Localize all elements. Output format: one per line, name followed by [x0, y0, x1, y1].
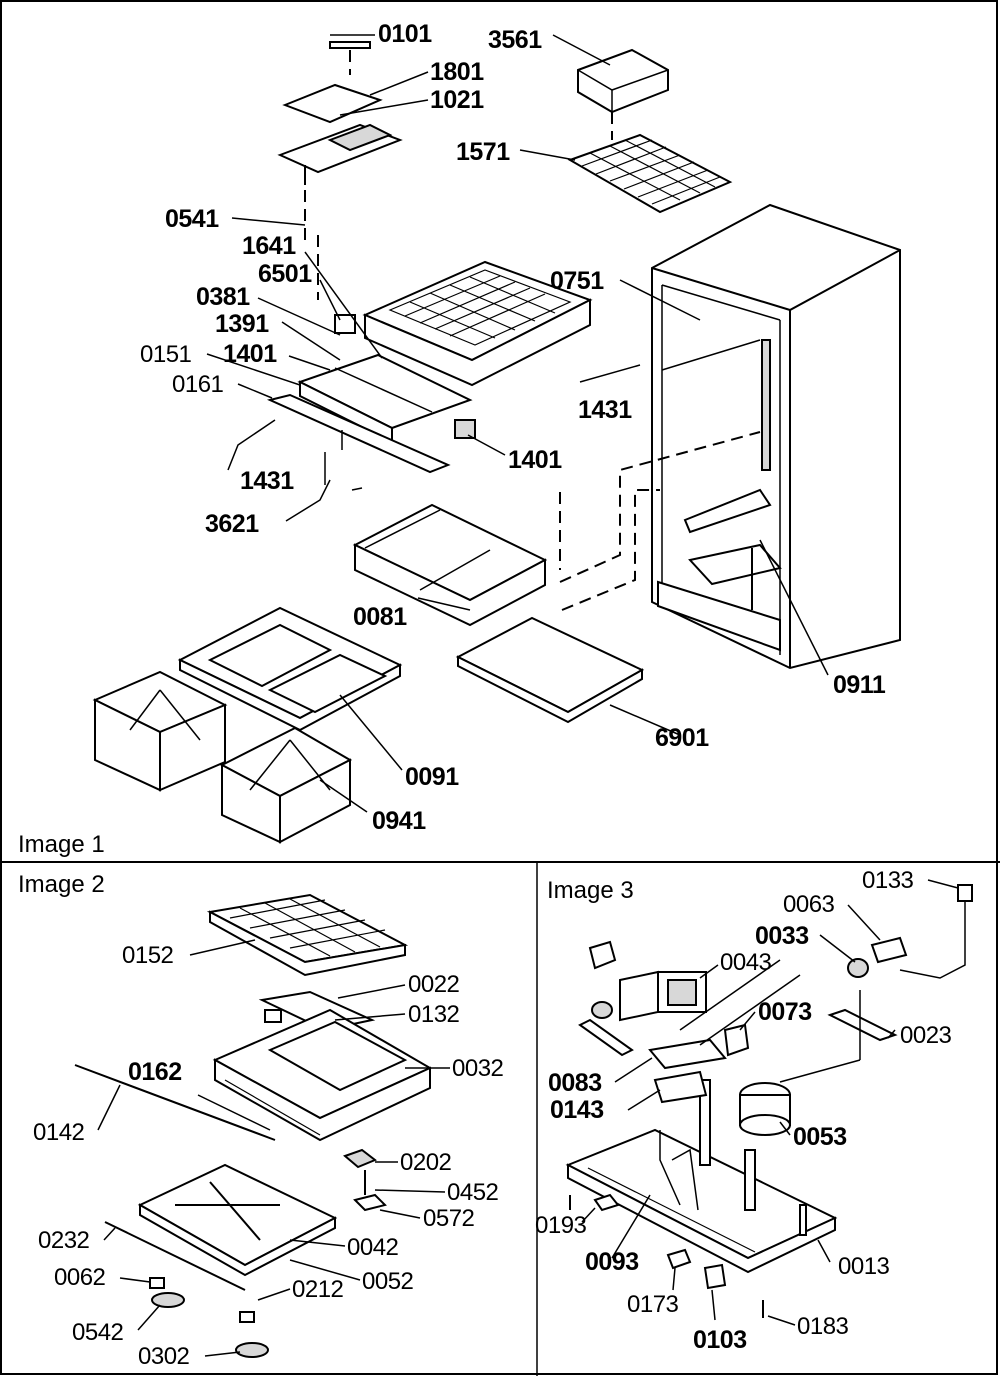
callout-label: 6501	[258, 260, 312, 288]
part-0143	[653, 1070, 708, 1104]
callout-label: 3561	[488, 26, 542, 54]
panel-title-image2: Image 2	[18, 871, 105, 898]
callout-label: 1021	[430, 86, 484, 114]
callout-label: 6901	[655, 724, 709, 752]
part-0173	[666, 1248, 692, 1270]
part-6901	[455, 616, 645, 714]
part-3561	[577, 48, 669, 114]
part-1571	[567, 133, 733, 214]
callout-label: 0081	[353, 603, 407, 631]
callout-label: 0572	[423, 1205, 475, 1232]
callout-label: 1801	[430, 58, 484, 86]
callout-label: 0091	[405, 763, 459, 791]
part-1401-bracket	[454, 419, 476, 439]
callout-label: 0093	[585, 1248, 639, 1276]
callout-label: 0073	[758, 998, 812, 1026]
part-1801	[282, 83, 383, 124]
image1-labels: 0101 3561 1801 1021 1571 0541 1641 6501 …	[140, 20, 886, 835]
callout-label: 3621	[205, 510, 259, 538]
callout-label: 0542	[72, 1319, 124, 1346]
callout-label: 0232	[38, 1227, 90, 1254]
callout-label: 1431	[240, 467, 294, 495]
callout-label: 0452	[447, 1179, 499, 1206]
callout-label: 0132	[408, 1001, 460, 1028]
callout-label: 0143	[550, 1096, 604, 1124]
part-0101	[329, 41, 371, 49]
callout-label: 0033	[755, 922, 809, 950]
callout-label: 0941	[372, 807, 426, 835]
callout-label: 0103	[693, 1326, 747, 1354]
image1-drawing	[92, 34, 901, 844]
callout-label: 1641	[242, 232, 296, 260]
callout-label: 1431	[578, 396, 632, 424]
part-0133	[957, 884, 973, 902]
callout-label: 0023	[900, 1022, 952, 1049]
part-0073	[723, 1023, 750, 1057]
callout-label: 0022	[408, 971, 460, 998]
callout-label: 0911	[833, 671, 886, 699]
panel-title-image3: Image 3	[547, 877, 634, 904]
image2-drawing	[74, 893, 450, 1358]
callout-label: 0751	[550, 267, 604, 295]
part-0232	[104, 1221, 246, 1291]
callout-label: 0133	[862, 867, 914, 894]
callout-label: 0101	[378, 20, 432, 48]
callout-label: 0052	[362, 1268, 414, 1295]
part-0542	[151, 1292, 185, 1308]
callout-label: 0161	[172, 371, 224, 398]
callout-label: 0541	[165, 205, 219, 233]
panel-titles: Image 1 Image 2 Image 3	[18, 831, 634, 904]
callout-label: 0032	[452, 1055, 504, 1082]
callout-label: 0183	[797, 1313, 849, 1340]
callout-label: 0053	[793, 1123, 847, 1151]
callout-label: 0083	[548, 1069, 602, 1097]
callout-label: 0042	[347, 1234, 399, 1261]
callout-label: 0202	[400, 1149, 452, 1176]
callout-label: 0151	[140, 341, 192, 368]
cabinet-channel	[761, 339, 771, 471]
image2-labels: 0152 0022 0132 0162 0032 0142 0202 0452 …	[33, 942, 504, 1370]
part-0033	[847, 958, 869, 978]
callout-label: 0152	[122, 942, 174, 969]
callout-label: 0173	[627, 1291, 679, 1318]
cabinet-outline	[651, 203, 901, 670]
callout-label: 0043	[720, 949, 772, 976]
part-0103	[703, 1263, 727, 1290]
callout-label: 1401	[508, 446, 562, 474]
part-0302	[235, 1342, 269, 1358]
image3-labels: 0133 0063 0033 0043 0073 0023 0083 0143 …	[535, 867, 952, 1354]
callout-label: 0063	[783, 891, 835, 918]
part-0202	[343, 1148, 377, 1169]
callout-label: 0162	[128, 1058, 182, 1086]
callout-label: 1391	[215, 310, 269, 338]
callout-label: 0142	[33, 1119, 85, 1146]
callout-label: 1571	[456, 138, 510, 166]
part-0023	[827, 1008, 898, 1042]
callout-label: 0193	[535, 1212, 587, 1239]
callout-label: 0212	[292, 1276, 344, 1303]
panel-title-image1: Image 1	[18, 831, 105, 858]
part-0083	[648, 1038, 727, 1070]
image3-drawing	[565, 879, 973, 1326]
part-0063	[870, 936, 908, 964]
part-0142	[74, 1064, 276, 1141]
callout-label: 0302	[138, 1343, 190, 1370]
callout-label: 1401	[223, 340, 277, 368]
callout-label: 0381	[196, 283, 250, 311]
callout-label: 0013	[838, 1253, 890, 1280]
callout-label: 0062	[54, 1264, 106, 1291]
part-0161	[266, 393, 451, 474]
